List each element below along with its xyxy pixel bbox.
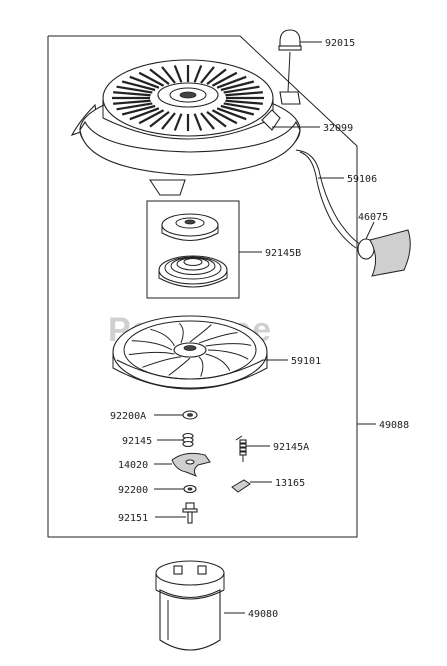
cover-vent <box>161 112 176 130</box>
pulley-fin <box>205 353 231 371</box>
cover-vent <box>113 99 151 105</box>
cover-vent <box>116 85 153 94</box>
cover-vent <box>113 91 151 97</box>
pulley-fin <box>142 356 182 368</box>
spring-box <box>146 200 240 299</box>
pulley-fin <box>150 328 175 347</box>
cover-vent <box>216 75 247 89</box>
pulley-fin <box>198 356 204 377</box>
cover-vent <box>138 71 165 87</box>
bolt-92151 <box>182 502 198 524</box>
cover-vent <box>206 68 227 86</box>
label-92151: 92151 <box>118 513 148 524</box>
cover-vent <box>220 80 255 92</box>
cover-vent <box>121 104 156 116</box>
cover-vent <box>121 80 156 92</box>
cover-vent <box>225 91 263 97</box>
label-59101: 59101 <box>291 356 321 367</box>
assembly-outline <box>47 35 358 538</box>
cover-vent <box>149 110 170 128</box>
cover-vent <box>116 102 153 111</box>
cover-vent <box>161 66 176 84</box>
cover-vent <box>223 102 260 111</box>
cover-vent <box>129 107 160 121</box>
leader-lines <box>154 41 376 614</box>
pulley-fin <box>205 343 252 347</box>
pulley-fin <box>198 332 238 344</box>
cover-vent <box>193 65 203 83</box>
spring-92145a <box>235 435 247 462</box>
label-92200: 92200 <box>118 485 148 496</box>
pulley-fin <box>128 351 175 356</box>
cover-vent <box>220 104 255 116</box>
pulley-fin <box>207 349 249 360</box>
cover-vent <box>193 113 203 131</box>
label-92200a: 92200A <box>110 411 146 422</box>
cover-vent <box>149 68 170 86</box>
starter-pulley <box>112 315 268 390</box>
ratchet-14020 <box>171 452 211 478</box>
pulley-fin <box>178 323 184 344</box>
label-59106: 59106 <box>347 174 377 185</box>
cover-vent <box>200 66 215 84</box>
spiral-spring <box>158 255 228 288</box>
label-92145: 92145 <box>122 436 152 447</box>
bolt-92015 <box>278 29 302 105</box>
cover-vent <box>138 109 165 125</box>
cover-vent <box>173 65 183 83</box>
spring-92145 <box>182 432 194 448</box>
starter-handle <box>357 229 411 277</box>
starter-cover <box>70 59 301 196</box>
label-14020: 14020 <box>118 460 148 471</box>
pulley-fin <box>168 357 191 376</box>
pulley-fin <box>189 324 212 343</box>
cover-vent <box>200 112 215 130</box>
cover-vent <box>206 110 227 128</box>
pulley-fin <box>131 340 173 351</box>
label-13165: 13165 <box>275 478 305 489</box>
cover-vent <box>211 109 238 125</box>
label-46075: 46075 <box>358 212 388 223</box>
reel-top <box>161 213 219 241</box>
label-92145a: 92145A <box>273 442 309 453</box>
pawl-13165 <box>231 479 251 493</box>
cover-vent <box>211 71 238 87</box>
cover-vent <box>223 85 260 94</box>
label-49080: 49080 <box>248 609 278 620</box>
label-32099: 32099 <box>323 123 353 134</box>
cover-vent <box>225 99 263 105</box>
starter-cup <box>155 560 225 651</box>
label-92145b: 92145B <box>265 248 301 259</box>
cover-vent <box>216 107 247 121</box>
cover-vent <box>129 75 160 89</box>
cover-vent <box>173 113 183 131</box>
label-49088: 49088 <box>379 420 409 431</box>
starter-rope <box>295 149 361 245</box>
label-92015: 92015 <box>325 38 355 49</box>
